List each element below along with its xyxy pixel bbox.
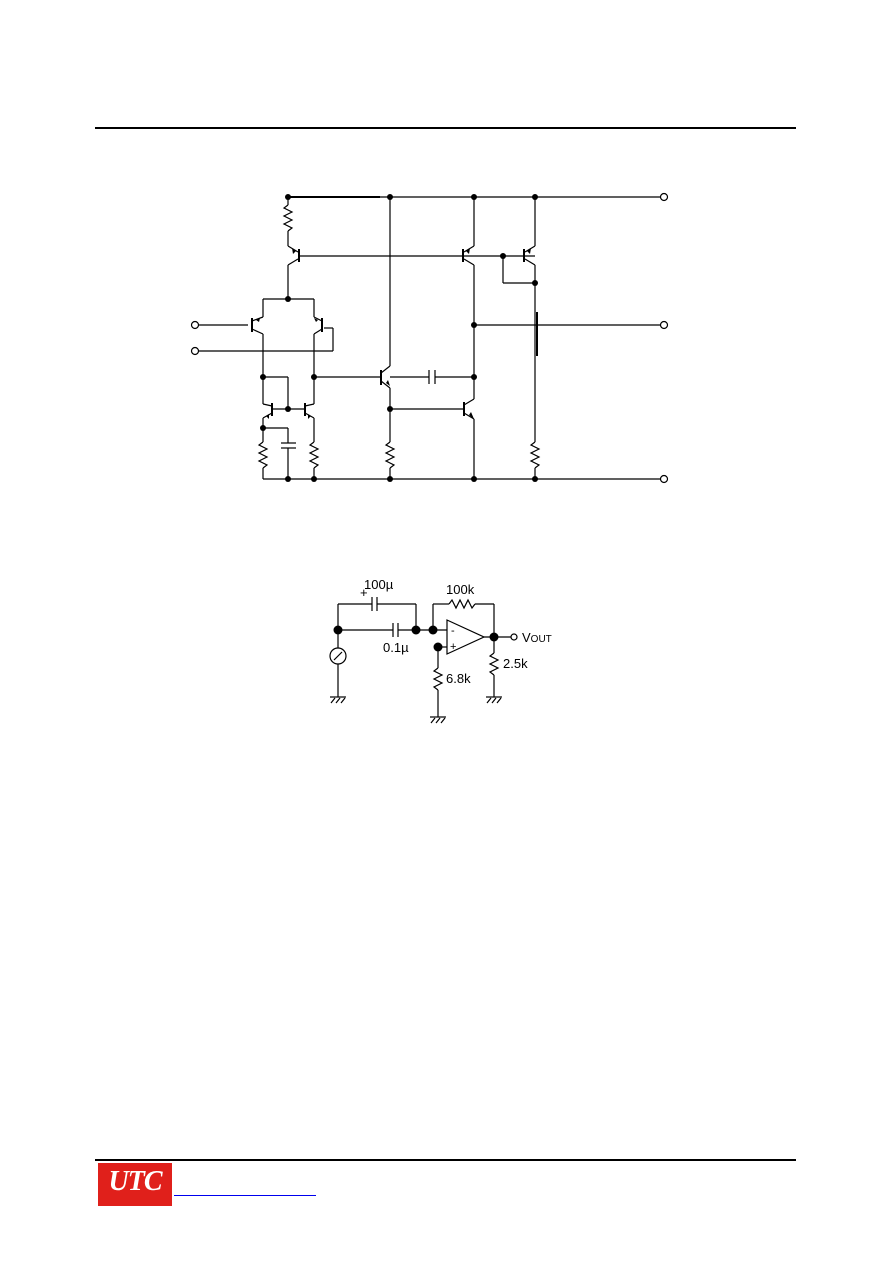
vout-terminal [510,633,518,641]
utc-logo: UTC [98,1163,172,1206]
terminal-vcc [659,192,669,202]
terminal-input-inverting [190,320,200,330]
res-2.5k-label: 2.5k [503,656,528,671]
res-100k-label: 100k [446,582,475,597]
noninverting-mark: + [450,641,456,653]
equivalent-circuit [190,192,669,484]
cap-100u-label: 100µ [364,577,394,592]
terminal-gnd [659,474,669,484]
op-amp-symbol [446,619,486,655]
utc-logo-text: UTC [108,1166,163,1197]
terminal-output [659,320,669,330]
res-6.8k-label: 6.8k [446,671,471,686]
terminal-input-noninverting [190,346,200,356]
footer-rule [95,1159,796,1161]
test-circuit: + - + [329,577,552,724]
header-rule [95,127,796,129]
website-link[interactable] [174,1195,316,1196]
inverting-mark: - [451,625,455,637]
vout-label: VOUT [522,630,552,645]
cap-0.1u-label: 0.1µ [383,640,409,655]
cap-polarity-mark: + [360,585,368,600]
